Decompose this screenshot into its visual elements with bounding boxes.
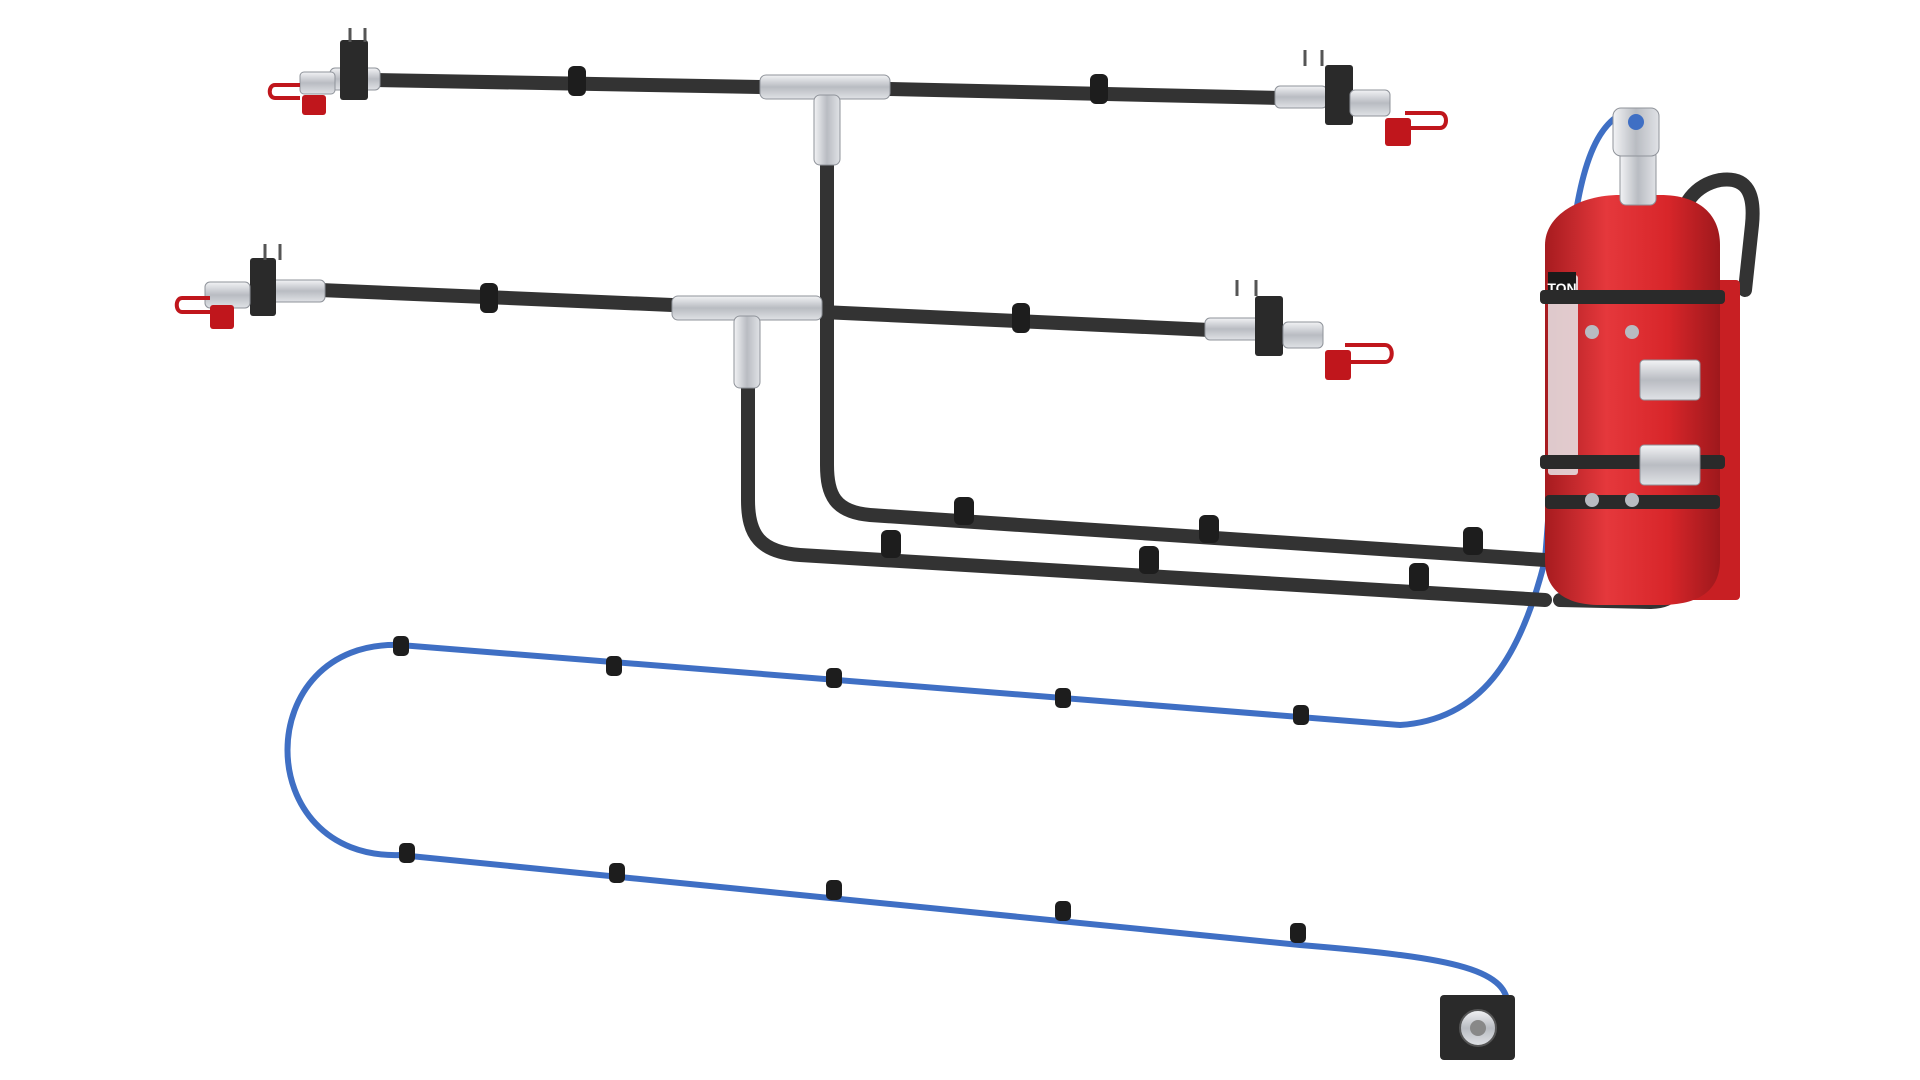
top-branch-clips: [568, 66, 1108, 104]
discharge-nozzle-icon: [1274, 50, 1448, 146]
pipe-clip-icon: [1463, 527, 1483, 555]
pipe-clip-icon: [1055, 901, 1071, 921]
discharge-nozzle-icon: [267, 28, 381, 115]
pipe-clip-icon: [568, 66, 586, 96]
pipe-clip-icon: [399, 843, 415, 863]
pipe-clip-icon: [480, 283, 498, 313]
top-branch-hose-left: [368, 73, 767, 94]
tee-fitting-icon: [759, 74, 891, 166]
hose-clips: [881, 497, 1483, 591]
pipe-clip-icon: [609, 863, 625, 883]
pipe-clip-icon: [826, 880, 842, 900]
discharge-nozzle-icon: [1204, 280, 1394, 380]
discharge-nozzle-icon: [174, 244, 326, 329]
fire-suppression-cylinder-icon: TON: [1540, 107, 1740, 605]
pipe-clip-icon: [954, 497, 974, 525]
discharge-hose-lower: [741, 378, 1552, 607]
pipe-clip-icon: [606, 656, 622, 676]
pipe-clip-icon: [1199, 515, 1219, 543]
pipe-clip-icon: [826, 668, 842, 688]
detection-tube-clips: [393, 636, 1309, 943]
pipe-clip-icon: [1290, 923, 1306, 943]
pipe-clip-icon: [393, 636, 409, 656]
pipe-clip-icon: [1012, 303, 1030, 333]
manual-actuator-icon: [1440, 995, 1515, 1060]
pipe-clip-icon: [1139, 546, 1159, 574]
tee-fitting-icon: [671, 295, 823, 389]
pipe-clip-icon: [1293, 705, 1309, 725]
pipe-clip-icon: [1409, 563, 1429, 591]
middle-branch-clips: [480, 283, 1030, 333]
discharge-hose-upper-return: [820, 153, 1552, 567]
pipe-clip-icon: [1090, 74, 1108, 104]
pipe-clip-icon: [1055, 688, 1071, 708]
top-branch-hose-right: [883, 82, 1287, 105]
pipe-clip-icon: [881, 530, 901, 558]
